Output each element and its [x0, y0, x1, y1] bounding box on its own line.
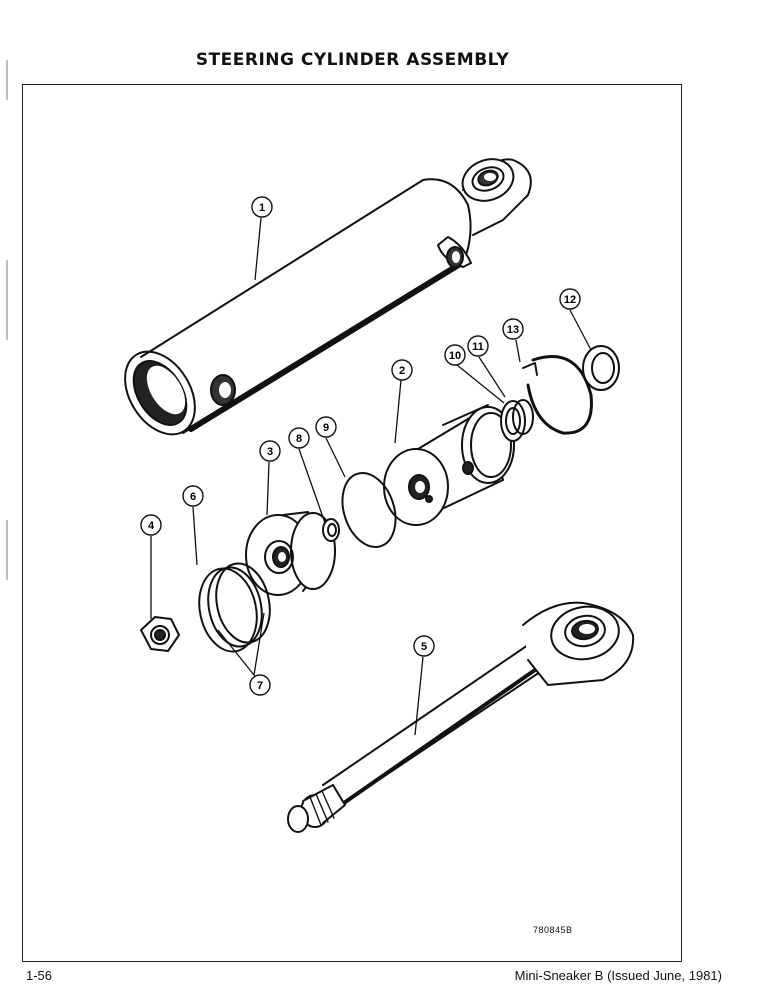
callout-1: 1: [251, 196, 273, 218]
callout-8: 8: [288, 427, 310, 449]
callout-4: 4: [140, 514, 162, 536]
callout-11: 11: [467, 335, 489, 357]
svg-text:6: 6: [190, 491, 196, 503]
bushing: [582, 345, 620, 391]
rod-guide: [245, 511, 336, 596]
callout-2: 2: [391, 359, 413, 381]
svg-text:7: 7: [257, 680, 263, 692]
diagram-frame: 1 2 3 4 5 6 7: [22, 84, 682, 962]
svg-text:12: 12: [564, 294, 576, 306]
callout-5: 5: [413, 635, 435, 657]
exploded-view-drawing: 1 2 3 4 5 6 7: [124, 158, 635, 833]
piston: [383, 404, 515, 526]
svg-text:5: 5: [421, 641, 427, 653]
svg-text:4: 4: [148, 520, 155, 532]
publication-line: Mini-Sneaker B (Issued June, 1981): [514, 968, 722, 983]
hex-nut: [140, 616, 180, 652]
svg-text:9: 9: [323, 422, 329, 434]
svg-text:1: 1: [259, 202, 265, 214]
cylinder-barrel: [124, 158, 532, 436]
scan-edge-mark: [6, 260, 8, 340]
scan-edge-mark: [6, 60, 8, 100]
callout-6: 6: [182, 485, 204, 507]
piston-seals: [500, 399, 534, 442]
page-title: STEERING CYLINDER ASSEMBLY: [195, 50, 510, 70]
svg-text:3: 3: [267, 446, 273, 458]
svg-text:8: 8: [296, 433, 302, 445]
svg-text:11: 11: [472, 341, 484, 353]
callout-9: 9: [315, 416, 337, 438]
piston-rod: [287, 601, 635, 833]
o-ring: [341, 472, 397, 548]
callout-13: 13: [502, 318, 524, 340]
leader-lines: [150, 217, 592, 736]
snap-ring: [526, 355, 593, 435]
callout-10: 10: [444, 344, 466, 366]
scan-edge-mark: [6, 520, 8, 580]
callout-12: 12: [559, 288, 581, 310]
figure-number: 780845B: [533, 925, 573, 935]
svg-text:13: 13: [507, 324, 519, 336]
washer: [322, 518, 340, 542]
callout-3: 3: [259, 440, 281, 462]
page-number: 1-56: [26, 968, 53, 983]
svg-text:2: 2: [399, 365, 405, 377]
svg-text:10: 10: [449, 350, 461, 362]
part-callouts: 1 2 3 4 5 6 7: [140, 196, 581, 696]
callout-7: 7: [249, 674, 271, 696]
rod-seals: [198, 562, 271, 653]
